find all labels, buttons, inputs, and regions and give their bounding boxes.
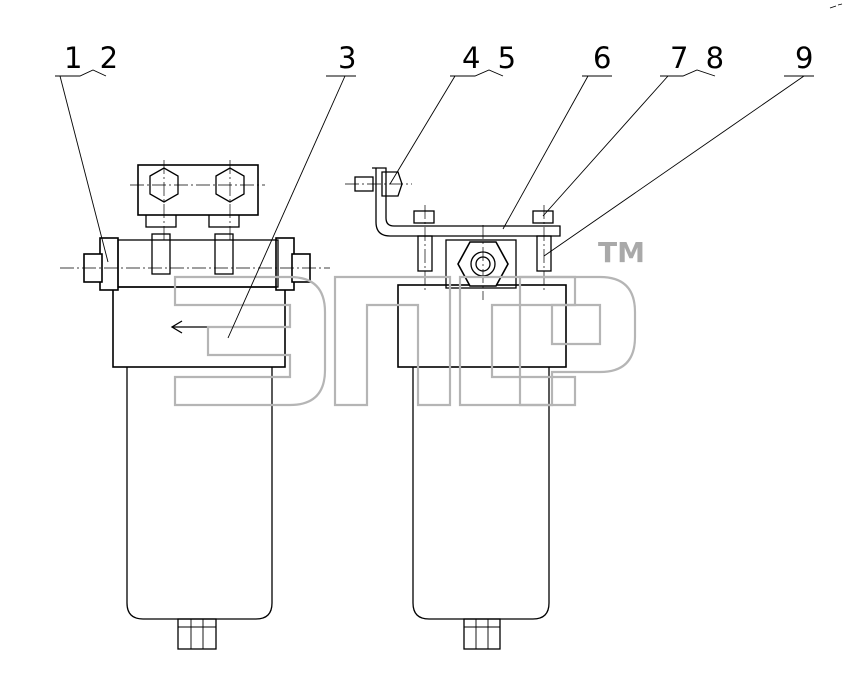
callout-9: 9 xyxy=(795,41,817,75)
watermark-tm: TM xyxy=(598,236,645,269)
callout-4-5: 4 5 xyxy=(462,41,520,75)
left-filter-assembly xyxy=(60,160,330,650)
callout-7-8: 7 8 xyxy=(670,41,728,75)
watermark-logo: TM xyxy=(173,236,645,407)
callout-3: 3 xyxy=(338,41,360,75)
corner-mark xyxy=(829,3,843,9)
right-filter-assembly xyxy=(345,167,567,650)
callout-labels: 1 2 3 4 5 6 7 8 9 xyxy=(55,41,817,339)
callout-6: 6 xyxy=(593,41,615,75)
callout-1-2: 1 2 xyxy=(64,41,122,75)
